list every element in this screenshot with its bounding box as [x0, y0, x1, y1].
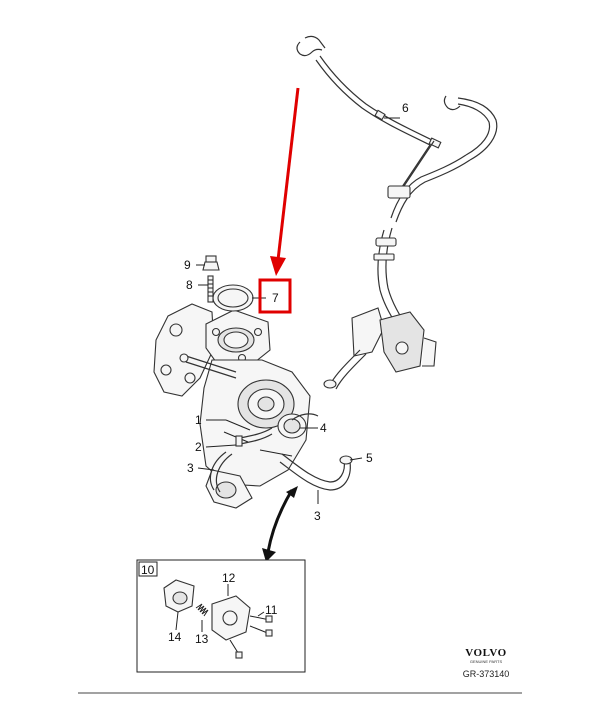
callout-11: 11 — [265, 603, 278, 617]
callout-9: 9 — [184, 258, 191, 272]
gasket-and-fasteners — [202, 255, 254, 312]
brand-logo-text: VOLVO — [465, 647, 506, 659]
callout-6: 6 — [402, 101, 409, 115]
callout-labels: 9 8 7 6 1 2 3 4 5 3 — [184, 101, 409, 523]
callout-3-left: 3 — [187, 461, 194, 475]
callout-13: 13 — [195, 632, 209, 646]
turbocharger — [153, 303, 353, 509]
callout-5: 5 — [366, 451, 373, 465]
highlight-callout-7 — [258, 87, 300, 314]
pipe-assembly — [296, 35, 498, 390]
highlight-arrow-head — [270, 256, 286, 276]
callout-12: 12 — [222, 571, 236, 585]
reference-number: GR-373140 — [463, 669, 510, 679]
callout-3-bottom: 3 — [314, 509, 321, 523]
callout-7: 7 — [272, 291, 279, 305]
detail-inset: 10 12 14 13 11 — [136, 559, 306, 673]
callout-4: 4 — [320, 421, 327, 435]
callout-2: 2 — [195, 440, 202, 454]
callout-1: 1 — [195, 413, 202, 427]
highlight-box — [258, 278, 292, 314]
inset-pointer-arrow — [262, 486, 298, 562]
callout-8: 8 — [186, 278, 193, 292]
brand-tagline: GENUINE PARTS — [470, 659, 503, 664]
callout-14: 14 — [168, 630, 182, 644]
callout-10: 10 — [141, 563, 155, 577]
brand-block: VOLVO GENUINE PARTS GR-373140 — [463, 647, 510, 679]
highlight-arrow-shaft — [276, 87, 300, 261]
